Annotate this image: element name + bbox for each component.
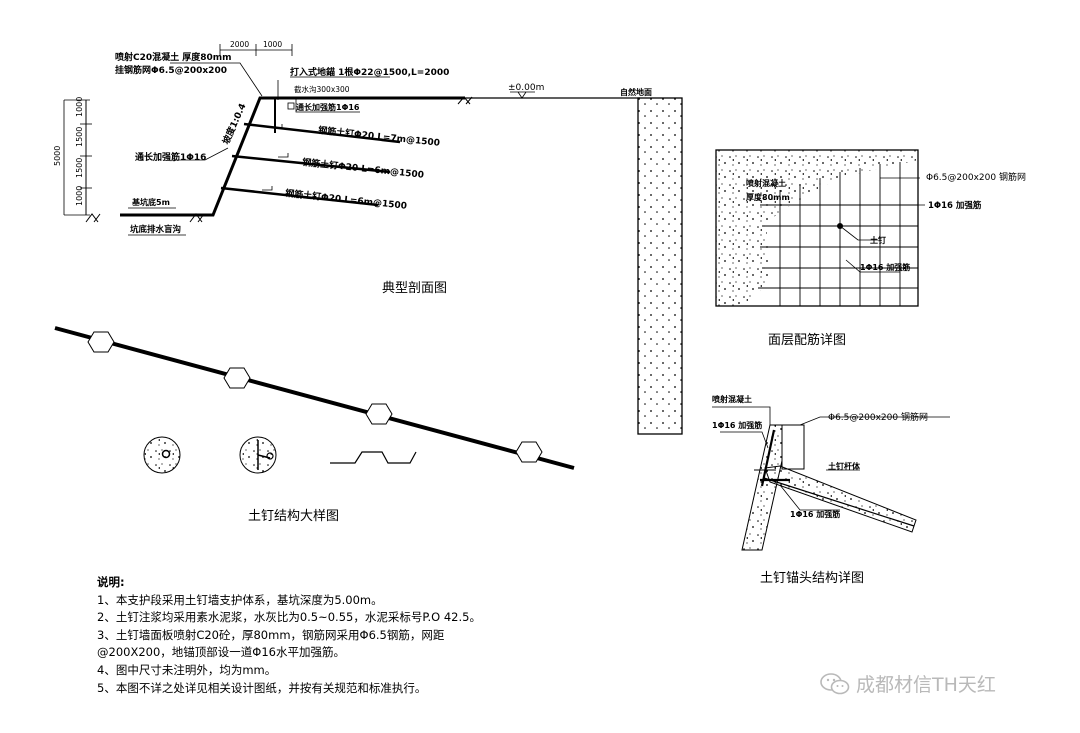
- anchor-label-mesh: Φ6.5@200x200 钢筋网: [828, 411, 928, 423]
- mesh-label-shotcrete: 喷射混凝土: [746, 178, 786, 188]
- anchor-label-shotcrete: 喷射混凝土: [712, 394, 752, 404]
- section-title: 典型剖面图: [382, 281, 447, 296]
- dim-left-4: 1000: [75, 186, 84, 206]
- natural-ground-column: [637, 97, 683, 435]
- dim-left-2: 1500: [75, 127, 84, 147]
- nail-detail-title: 土钉结构大样图: [248, 509, 339, 524]
- mesh-detail-title: 面层配筋详图: [768, 332, 846, 348]
- dim-top-2: 1000: [263, 40, 282, 49]
- dim-total: 5000: [53, 146, 62, 166]
- mesh-label-bar: 1Φ16 加强筋: [928, 200, 982, 211]
- watermark: 成都材信TH天红: [820, 670, 996, 697]
- anchor-label-bar: 1Φ16 加强筋: [712, 420, 762, 430]
- notes-heading: 说明:: [97, 575, 125, 589]
- wechat-icon: [820, 672, 850, 694]
- dim-left-1: 1000: [75, 97, 84, 117]
- typical-section: 1000 1500 1500 1000 5000 2000 1000: [53, 40, 652, 296]
- design-notes: 说明: 1、本支护段采用土钉墙支护体系，基坑深度为5.00m。 2、土钉注浆均采…: [97, 574, 481, 697]
- label-top-bar: 打入式地錨 1根Φ22@1500,L=2000: [290, 66, 449, 78]
- note-line: 4、图中尺寸未注明外，均为mm。: [97, 662, 277, 677]
- label-nail-1: 钢筋土钉Φ20 L=7m@1500: [318, 124, 441, 149]
- anchor-detail-title: 土钉锚头结构详图: [760, 571, 864, 586]
- label-nail-3: 钢筋土钉Φ20 L=6m@1500: [285, 187, 408, 212]
- watermark-text: 成都材信TH天红: [856, 674, 996, 696]
- note-line: 5、本图不详之处详见相关设计图纸，并按有关规范和标准执行。: [97, 680, 427, 695]
- label-mesh: 挂钢筋网Φ6.5@200x200: [115, 64, 227, 76]
- anchor-label-nail: 土钉杆体: [828, 461, 861, 471]
- note-line: 1、本支护段采用土钉墙支护体系，基坑深度为5.00m。: [97, 592, 383, 607]
- note-line: 3、土钉墙面板喷射C20砼，厚80mm，钢筋网采用Φ6.5钢筋，网距: [97, 627, 445, 642]
- label-level: ±0.00m: [508, 83, 544, 93]
- mesh-label-bar2: 1Φ16 加强筋: [860, 262, 910, 272]
- label-long-bar-side: 通长加强筋1Φ16: [135, 151, 206, 163]
- dim-left-3: 1500: [75, 158, 84, 178]
- mesh-label-nail: 土钉: [870, 235, 886, 245]
- anchor-detail: 喷射混凝土 1Φ16 加强筋 Φ6.5@200x200 钢筋网 土钉杆体 1Φ1…: [712, 394, 950, 586]
- mesh-detail: 喷射混凝土 厚度80mm Φ6.5@200x200 钢筋网 1Φ16 加强筋 土…: [715, 149, 1026, 348]
- dim-top-1: 2000: [230, 40, 249, 49]
- nail-detail: 土钉结构大样图: [54, 326, 575, 524]
- label-long-bar-top: 通长加强筋1Φ16: [296, 102, 360, 112]
- mesh-label-mesh: Φ6.5@200x200 钢筋网: [926, 171, 1026, 183]
- anchor-label-bar2: 1Φ16 加强筋: [790, 509, 840, 519]
- mesh-label-thickness: 厚度80mm: [746, 192, 790, 202]
- note-line: @200X200，地锚顶部设一道Φ16水平加强筋。: [97, 645, 345, 660]
- label-berm: 基坑底5m: [131, 197, 170, 207]
- label-ditch: 截水沟300x300: [294, 84, 350, 94]
- label-shotcrete: 喷射C20混凝土 厚度80mm: [115, 51, 232, 63]
- label-drain: 坑底排水盲沟: [130, 224, 181, 235]
- label-natural-ground: 自然地面: [620, 87, 652, 97]
- note-line: 2、土钉注浆均采用素水泥浆，水灰比为0.5~0.55，水泥采标号P.O 42.5…: [97, 610, 481, 625]
- label-nail-2: 钢筋土钉Φ20 L=6m@1500: [302, 156, 425, 181]
